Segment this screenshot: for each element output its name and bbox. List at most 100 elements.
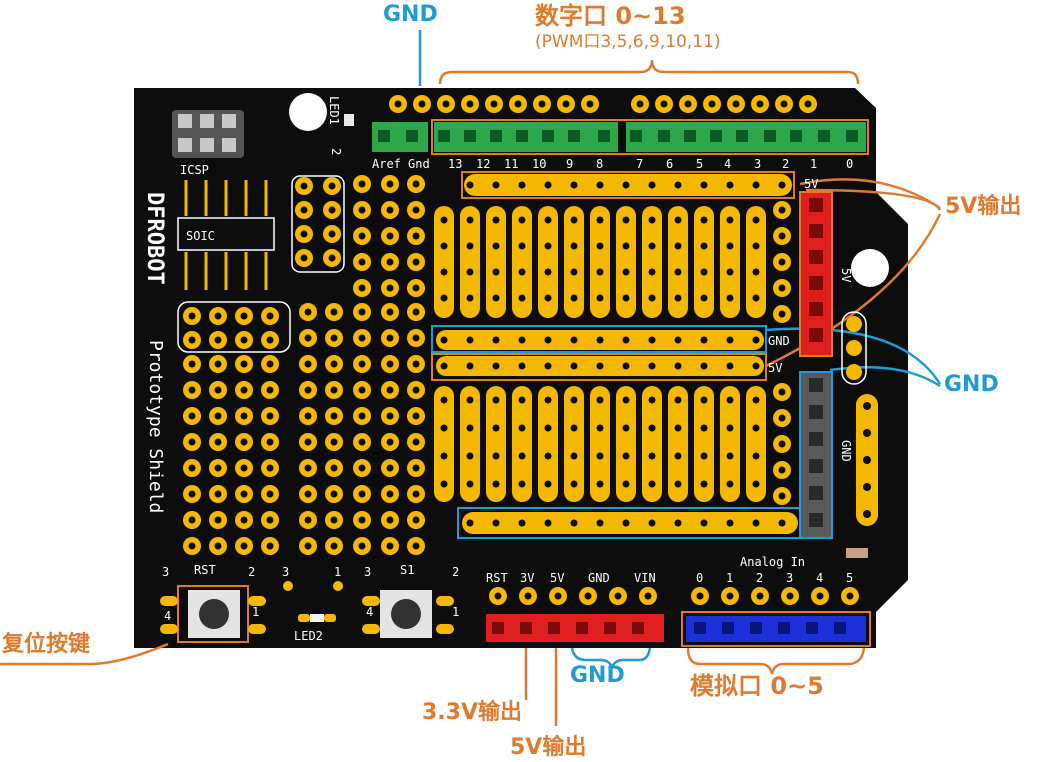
pad-hole xyxy=(266,542,274,550)
strip-hole xyxy=(674,424,682,432)
vertical-strips xyxy=(434,181,786,527)
strip-hole xyxy=(674,480,682,488)
pad-hole xyxy=(358,412,366,420)
strip-hole xyxy=(700,362,708,370)
power-pad-hole xyxy=(494,592,502,600)
pad xyxy=(846,340,862,356)
pad-hole xyxy=(304,516,312,524)
strip-hole xyxy=(570,242,578,250)
strip-hole xyxy=(596,424,604,432)
pad-hole xyxy=(304,334,312,342)
strip-hole xyxy=(570,480,578,488)
strip-hole xyxy=(700,336,708,344)
pad-hole xyxy=(304,490,312,498)
power-pin-label: 5V xyxy=(550,571,564,585)
pwm-port-note: (PWM口3,5,6,9,10,11) xyxy=(535,32,721,52)
power-pin-label: 3V xyxy=(520,571,534,585)
right-edge-hole xyxy=(863,456,871,464)
gnd-strip-highlight xyxy=(431,325,767,353)
green-pin-socket xyxy=(542,130,554,142)
strip-hole xyxy=(778,181,786,189)
reset-button-label: 复位按键 xyxy=(2,632,91,657)
pad-hole xyxy=(214,412,222,420)
s1-pin-1: 1 xyxy=(452,605,459,619)
5v-strip-highlight xyxy=(431,353,767,381)
digital-header-highlight xyxy=(431,119,869,155)
pad-hole xyxy=(266,438,274,446)
green-pin-socket xyxy=(568,130,580,142)
strip-hole xyxy=(674,216,682,224)
pad-hole xyxy=(330,542,338,550)
5v-output-bottom-label: 5V输出 xyxy=(510,735,587,760)
reset-button[interactable] xyxy=(160,585,266,643)
header-pad-hole xyxy=(538,100,546,108)
pad-hole xyxy=(330,516,338,524)
vertical-strip-upper xyxy=(590,206,610,318)
pad-hole xyxy=(188,412,196,420)
analog-header xyxy=(686,587,866,642)
digital-pin-label: 10 xyxy=(532,157,546,171)
strip-hole xyxy=(700,216,708,224)
analog-pad-hole xyxy=(726,592,734,600)
mid-pad-1 xyxy=(333,581,343,591)
strip-hole xyxy=(674,519,682,527)
pad-hole xyxy=(412,386,420,394)
pad-hole xyxy=(330,386,338,394)
strip-hole xyxy=(700,294,708,302)
strip-hole xyxy=(518,396,526,404)
analog-pin-label: 5 xyxy=(846,571,853,585)
strip-hole xyxy=(596,362,604,370)
strip-hole xyxy=(440,268,448,276)
strip-hole xyxy=(518,216,526,224)
gray-pin-socket xyxy=(809,459,823,473)
strip-hole xyxy=(622,216,630,224)
annotation-lines xyxy=(0,30,942,726)
pad-hole xyxy=(386,334,394,342)
strip-hole xyxy=(492,452,500,460)
s1-button[interactable] xyxy=(362,590,454,638)
pad-hole xyxy=(778,258,786,266)
strip-hole xyxy=(622,362,630,370)
led2-text: LED2 xyxy=(294,629,323,643)
analog-in-title: Analog In xyxy=(740,555,805,569)
power-pin-socket xyxy=(576,622,588,634)
power-pad-hole xyxy=(524,592,532,600)
power-pin-label: RST xyxy=(486,571,508,585)
pad-hole xyxy=(188,360,196,368)
green-pin-socket xyxy=(406,130,418,142)
vertical-strip-lower xyxy=(538,386,558,502)
strip-hole xyxy=(544,181,552,189)
red-5v-pins xyxy=(809,198,823,342)
pad-hole xyxy=(266,360,274,368)
pad-hole xyxy=(304,386,312,394)
strip-hole xyxy=(466,424,474,432)
pad-hole xyxy=(358,308,366,316)
analog-pin-socket xyxy=(694,622,706,634)
strip-hole xyxy=(570,362,578,370)
pad-hole xyxy=(214,336,222,344)
vertical-strip-lower xyxy=(460,386,480,502)
strip-hole xyxy=(492,519,500,527)
pad-hole xyxy=(330,308,338,316)
strip-hole xyxy=(752,336,760,344)
header-pad-hole xyxy=(466,100,474,108)
strip-hole xyxy=(466,181,474,189)
green-pin-socket xyxy=(846,130,858,142)
header-pad-hole xyxy=(490,100,498,108)
strip-hole xyxy=(570,294,578,302)
pad-hole xyxy=(214,516,222,524)
header-pad-hole xyxy=(660,100,668,108)
vertical-strip-lower xyxy=(564,386,584,502)
strip-hole xyxy=(674,452,682,460)
pad-hole xyxy=(386,360,394,368)
strip-hole xyxy=(544,336,552,344)
analog-pin-label: 0 xyxy=(696,571,703,585)
strip-hole xyxy=(700,519,708,527)
right-edge-hole xyxy=(863,483,871,491)
strip-hole xyxy=(570,216,578,224)
strip-hole xyxy=(596,268,604,276)
pad-hole xyxy=(386,258,394,266)
strip-hole xyxy=(622,519,630,527)
green-pin-socket xyxy=(764,130,776,142)
